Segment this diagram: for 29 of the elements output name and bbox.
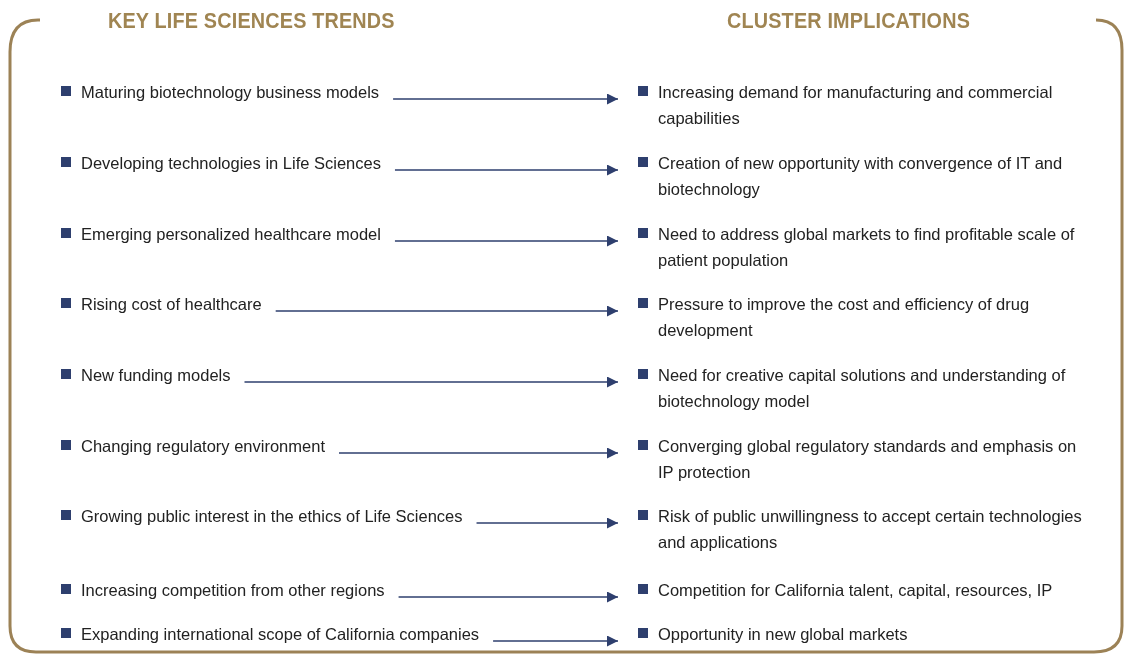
bullet-text: New funding models: [81, 365, 231, 386]
arrow: [274, 305, 619, 317]
bullet-text: Maturing biotechnology business models: [81, 82, 380, 103]
bullet-text: Increasing competition from other regions: [81, 580, 385, 601]
bullet-text: Emerging personalized healthcare model: [81, 224, 381, 245]
bullet-text: Changing regulatory environment: [81, 436, 325, 457]
arrow: [394, 235, 619, 247]
arrow: [397, 591, 619, 603]
bullet-text: Opportunity in new global markets: [658, 624, 908, 645]
column-heading: KEY LIFE SCIENCES TRENDS: [108, 8, 395, 34]
bullet-text: Increasing demand for manufacturing and commercial capabilities: [658, 82, 1054, 129]
bullet-text: Risk of public unwillingness to accept certain technologies and applications: [658, 506, 1083, 553]
arrow: [243, 376, 619, 388]
arrow: [492, 635, 619, 647]
arrow: [392, 93, 619, 105]
bullet-text: Creation of new opportunity with convergence of IT and biotechnology: [658, 153, 1064, 200]
bullet-text: Growing public interest in the ethics of Life Sciences: [81, 506, 463, 527]
bullet-text: Rising cost of healthcare: [81, 294, 262, 315]
bullet-text: Developing technologies in Life Sciences: [81, 153, 381, 174]
bullet-text: Expanding international scope of California companies: [81, 624, 480, 645]
bullet-text: Competition for California talent, capital, resources, IP: [658, 580, 1053, 601]
bullet-text: Pressure to improve the cost and efficiency of drug development: [658, 294, 1031, 341]
arrow: [394, 164, 619, 176]
bullet-text: Converging global regulatory standards and emphasis on IP protection: [658, 436, 1078, 483]
bullet-text: Need for creative capital solutions and understanding of biotechnology model: [658, 365, 1067, 412]
bullet-text: Need to address global markets to find profitable scale of patient population: [658, 224, 1076, 271]
arrow: [338, 447, 619, 459]
column-heading: CLUSTER IMPLICATIONS: [727, 8, 971, 34]
arrow: [475, 517, 619, 529]
